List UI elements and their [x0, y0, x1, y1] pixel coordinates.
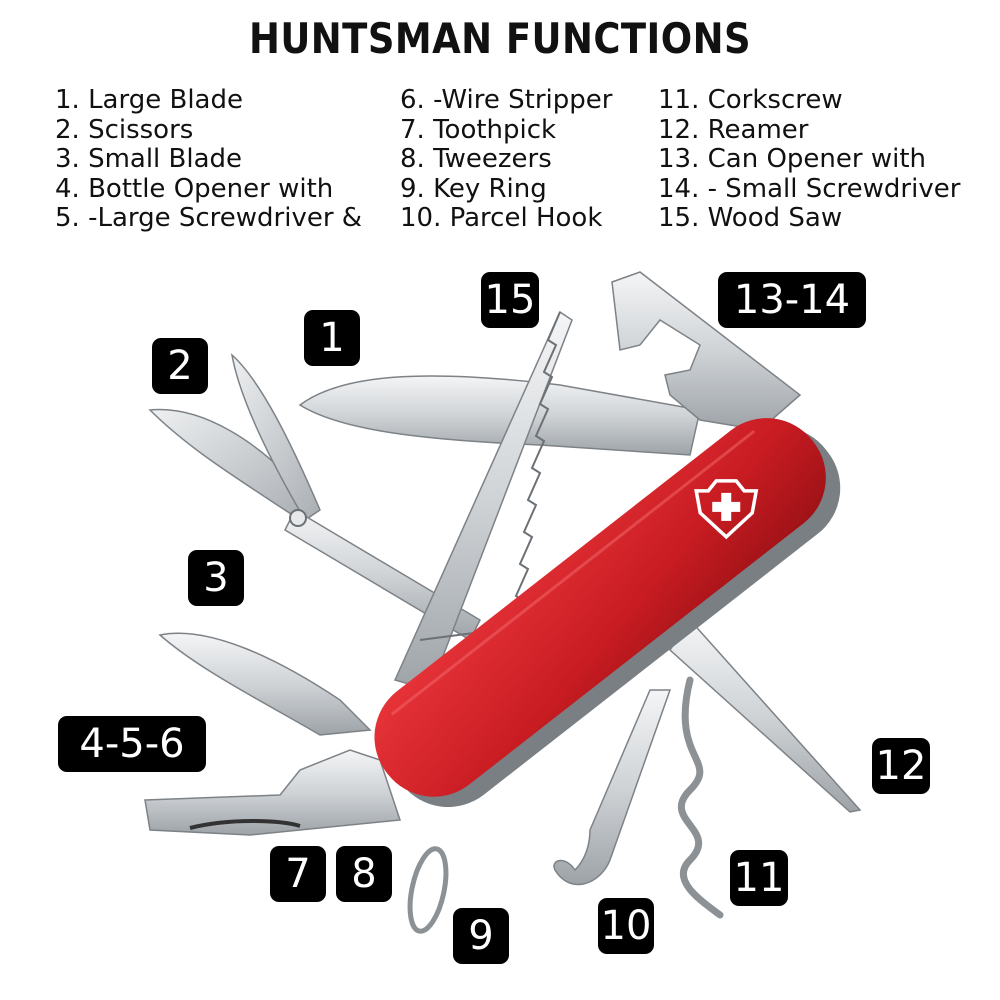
callout-badge-1: 1 — [304, 310, 360, 366]
scissors-blade-2 — [230, 352, 321, 522]
legend-item: 1. Large Blade — [55, 85, 243, 115]
legend-item: 8. Tweezers — [400, 144, 552, 174]
callout-badge-9: 9 — [453, 908, 509, 964]
legend-item: 13. Can Opener with — [658, 144, 926, 174]
legend-column-2: 6. -Wire Stripper 7. Toothpick 8. Tweeze… — [400, 85, 613, 234]
legend-item: 14. - Small Screwdriver — [658, 173, 961, 204]
callout-badge-15: 15 — [481, 272, 539, 328]
callout-badge-11: 11 — [730, 850, 788, 906]
callout-badge-3: 3 — [188, 550, 244, 606]
red-handle — [374, 418, 841, 808]
legend-item: 6. -Wire Stripper — [400, 85, 613, 115]
callout-badge-4-5-6: 4-5-6 — [58, 716, 206, 772]
callout-badge-8: 8 — [336, 846, 392, 902]
page-title: HUNTSMAN FUNCTIONS — [248, 14, 752, 63]
callout-badge-2: 2 — [152, 338, 208, 394]
legend-item: 10. Parcel Hook — [400, 203, 603, 233]
key-ring — [407, 846, 449, 934]
saw-teeth — [419, 311, 561, 641]
legend-column-3: 11. Corkscrew 12. Reamer 13. Can Opener … — [658, 85, 961, 234]
callout-badge-7: 7 — [270, 846, 326, 902]
parcel-hook — [553, 689, 672, 886]
legend-column-1: 1. Large Blade 2. Scissors 3. Small Blad… — [55, 85, 363, 234]
callout-badge-13-14: 13-14 — [718, 272, 866, 328]
legend-item: 12. Reamer — [658, 114, 809, 145]
scissors-pivot — [289, 509, 307, 527]
callout-badge-10: 10 — [598, 898, 654, 954]
legend-item: 9. Key Ring — [400, 173, 547, 204]
legend-item: 15. Wood Saw — [658, 203, 843, 233]
legend-item: 7. Toothpick — [400, 114, 557, 145]
legend-item: 11. Corkscrew — [658, 85, 843, 115]
small-blade — [158, 632, 372, 736]
large-blade — [298, 375, 701, 456]
legend-item: 5. -Large Screwdriver & — [55, 203, 363, 233]
legend-item: 2. Scissors — [55, 114, 194, 145]
callout-badge-12: 12 — [872, 738, 930, 794]
corkscrew — [677, 676, 724, 919]
legend-item: 3. Small Blade — [55, 144, 243, 174]
can-opener — [611, 271, 802, 431]
victorinox-shield-icon — [694, 479, 759, 540]
legend-item: 4. Bottle Opener with — [55, 173, 334, 204]
